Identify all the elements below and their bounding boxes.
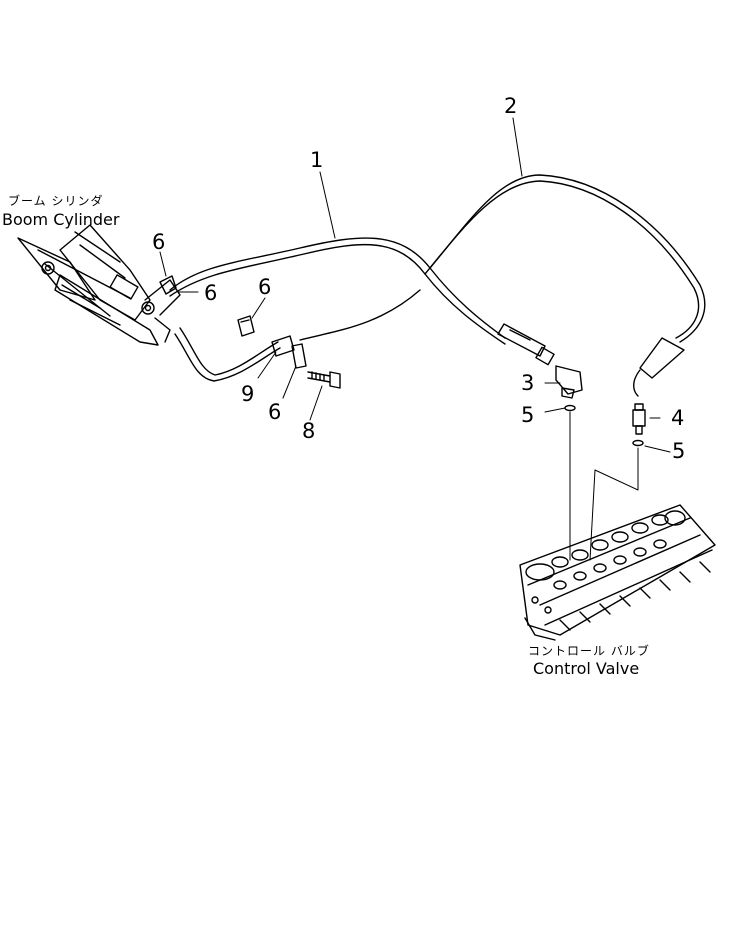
elbow-fitting-3 (555, 365, 583, 399)
hose-2 (424, 174, 706, 397)
callout-4: 4 (671, 406, 685, 430)
callout-3: 3 (521, 371, 535, 395)
clamp-6-top (159, 275, 177, 295)
callout-5-left: 5 (521, 403, 535, 427)
boom-cylinder-label-en: Boom Cylinder (2, 210, 120, 229)
callout-6-cylinder-top: 6 (152, 230, 166, 254)
control-valve-label-en: Control Valve (533, 659, 640, 678)
callout-6-cylinder-right: 6 (204, 281, 218, 305)
clamp-6-lower (291, 343, 307, 369)
callout-6-clamp-upper: 6 (258, 275, 272, 299)
hose-2-fitting (639, 337, 685, 379)
control-valve-label-jp: コントロール バルブ (528, 644, 650, 658)
bolt-8 (307, 371, 341, 389)
assembly-guide-lines (569, 411, 639, 561)
o-ring-5-right (632, 439, 644, 447)
hose-1-fitting (497, 323, 546, 357)
tube-clip-9 (271, 335, 295, 357)
callout-9: 9 (241, 382, 255, 406)
connector-4 (632, 403, 646, 435)
hose-1 (169, 237, 555, 382)
boom-cylinder-drawing (17, 224, 181, 346)
callout-8: 8 (302, 419, 316, 443)
callout-5-right: 5 (672, 439, 686, 463)
callout-2: 2 (504, 94, 518, 118)
callout-1: 1 (310, 148, 324, 172)
callout-6-clamp-lower: 6 (268, 400, 282, 424)
control-valve-drawing (519, 504, 716, 641)
o-ring-5-left (564, 404, 576, 412)
leader-lines (159, 117, 671, 453)
boom-cylinder-label-jp: ブーム シリンダ (8, 194, 104, 208)
clamp-6-upper-mid (237, 315, 255, 337)
